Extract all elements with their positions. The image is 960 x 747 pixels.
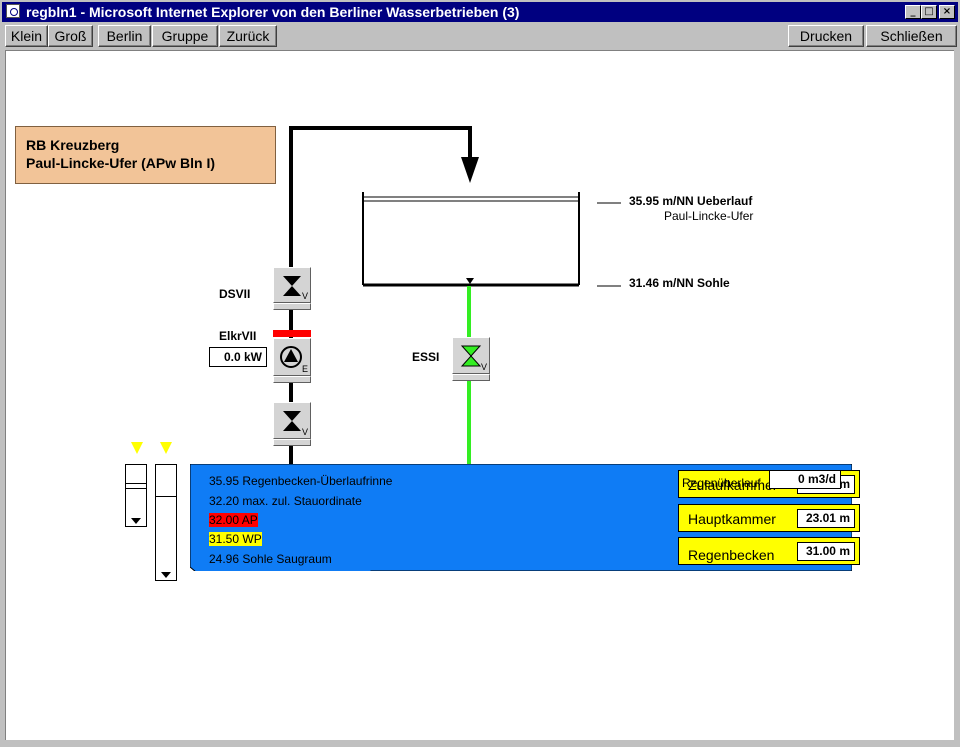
window-title: regbln1 - Microsoft Internet Explorer vo… bbox=[26, 4, 520, 20]
maximize-button[interactable]: □ bbox=[921, 5, 937, 19]
zurueck-button[interactable]: Zurück bbox=[219, 25, 277, 47]
tube-bottom-arrow-icon bbox=[161, 572, 171, 578]
elkrvii-power-readout: 0.0 kW bbox=[209, 347, 267, 367]
lower-valve-button[interactable]: V bbox=[273, 402, 311, 446]
level-marker-icon bbox=[131, 442, 143, 454]
overflow-label: Regenüberlauf bbox=[682, 476, 761, 490]
open-valve-icon bbox=[460, 345, 482, 367]
berlin-button[interactable]: Berlin bbox=[98, 25, 151, 47]
pipe-network bbox=[289, 126, 621, 517]
elkrvii-label: ElkrVII bbox=[219, 329, 257, 343]
essi-valve-button[interactable]: V bbox=[452, 337, 490, 381]
tank-overflow-location: Paul-Lincke-Ufer bbox=[664, 209, 754, 223]
station-name: RB Kreuzberg bbox=[26, 137, 120, 153]
close-button[interactable]: × bbox=[939, 5, 955, 19]
ie-app-icon bbox=[6, 4, 20, 18]
level-marker-icon bbox=[160, 442, 172, 454]
level-ap: 32.00 AP bbox=[209, 513, 258, 527]
minimize-button[interactable]: _ bbox=[905, 5, 921, 19]
level-max-stau: 32.20 max. zul. Stauordinate bbox=[209, 494, 362, 508]
dsvii-valve-button[interactable]: V bbox=[273, 267, 311, 310]
chamber-regenbecken[interactable]: Regenbecken 31.00 m bbox=[678, 537, 860, 565]
overflow-tank bbox=[363, 196, 579, 285]
gross-button[interactable]: Groß bbox=[48, 25, 93, 47]
elkrvii-pump-button[interactable]: E bbox=[273, 338, 311, 383]
inflow-arrow bbox=[461, 157, 479, 183]
essi-label: ESSI bbox=[412, 350, 440, 364]
zulauf-level-tube bbox=[125, 464, 147, 527]
basin-panel: 35.95 Regenbecken-Überlaufrinne 32.20 ma… bbox=[190, 464, 860, 571]
dsvii-label: DSVII bbox=[219, 287, 251, 301]
tank-outlet-marker bbox=[466, 278, 474, 284]
tank-sole-level: 31.46 m/NN Sohle bbox=[629, 276, 730, 290]
valve-icon bbox=[283, 276, 301, 296]
schliessen-button[interactable]: Schließen bbox=[866, 25, 957, 47]
level-overflow-channel: 35.95 Regenbecken-Überlaufrinne bbox=[209, 474, 393, 488]
schematic-canvas: RB Kreuzberg Paul-Lincke-Ufer (APw Bln I… bbox=[5, 50, 954, 740]
station-box: RB Kreuzberg Paul-Lincke-Ufer (APw Bln I… bbox=[15, 126, 276, 184]
toolbar: Klein Groß Berlin Gruppe Zurück Drucken … bbox=[2, 24, 958, 50]
window-title-bar: regbln1 - Microsoft Internet Explorer vo… bbox=[2, 2, 958, 22]
tank-overflow-level: 35.95 m/NN Ueberlauf bbox=[629, 194, 753, 208]
pump-alarm-indicator bbox=[273, 330, 311, 337]
valve-icon bbox=[283, 411, 301, 431]
level-sohle-saugraum: 24.96 Sohle Saugraum bbox=[209, 552, 332, 566]
drucken-button[interactable]: Drucken bbox=[788, 25, 864, 47]
pump-icon bbox=[280, 346, 302, 368]
overflow-value: 0 m3/d bbox=[769, 470, 841, 489]
station-location: Paul-Lincke-Ufer (APw Bln I) bbox=[26, 155, 216, 171]
level-wp: 31.50 WP bbox=[209, 532, 262, 546]
pressure-pipe bbox=[289, 126, 472, 465]
regenbecken-level-tube bbox=[155, 464, 177, 581]
chamber-hauptkammer[interactable]: Hauptkammer 23.01 m bbox=[678, 504, 860, 532]
gruppe-button[interactable]: Gruppe bbox=[152, 25, 218, 47]
klein-button[interactable]: Klein bbox=[5, 25, 48, 47]
tube-bottom-arrow-icon bbox=[131, 518, 141, 524]
